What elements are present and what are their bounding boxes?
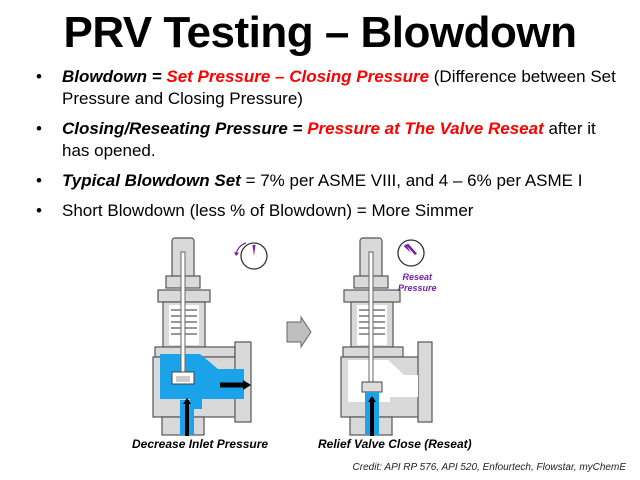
bullet-marker: •	[36, 67, 42, 86]
left-caption: Decrease Inlet Pressure	[132, 437, 269, 451]
bullet-short-blowdown: • Short Blowdown (less % of Blowdown) = …	[36, 200, 626, 222]
bullet-closing-pressure: • Closing/Reseating Pressure = Pressure …	[36, 118, 626, 162]
bullet-typical-blowdown: • Typical Blowdown Set = 7% per ASME VII…	[36, 170, 626, 192]
rest: (Difference between Set Pressure and Clo…	[62, 67, 616, 108]
right-caption: Relief Valve Close (Reseat)	[318, 437, 472, 451]
term: Blowdown	[62, 67, 147, 86]
term: Closing/Reseating Pressure	[62, 119, 288, 138]
arrow-right-icon	[286, 316, 312, 348]
bullet-marker: •	[36, 201, 42, 220]
equals: =	[287, 119, 308, 138]
reseat-label-line2: Pressure	[398, 283, 437, 293]
valve-open-diagram	[152, 237, 252, 436]
bullet-marker: •	[36, 171, 42, 190]
pressure-gauge-icon	[234, 242, 268, 270]
highlight: Pressure at The Valve Reseat	[307, 119, 544, 138]
bullet-list: • Blowdown = Set Pressure – Closing Pres…	[36, 66, 626, 230]
credit-text: Credit: API RP 576, API 520, Enfourtech,…	[352, 462, 626, 473]
rest: = 7% per ASME VIII, and 4 – 6% per ASME …	[240, 171, 583, 190]
highlight: Set Pressure – Closing Pressure	[166, 67, 430, 86]
text: Short Blowdown (less % of Blowdown) = Mo…	[62, 201, 474, 220]
rest: after it has opened.	[62, 119, 596, 160]
reseat-gauge-icon	[397, 239, 425, 267]
valve-closed-diagram	[340, 237, 433, 436]
reseat-label-line1: Reseat	[402, 272, 433, 282]
equals: =	[146, 67, 167, 86]
reseat-pressure-label: Reseat Pressure	[398, 272, 437, 294]
bullet-marker: •	[36, 119, 42, 138]
slide-title: PRV Testing – Blowdown	[63, 8, 577, 57]
term: Typical Blowdown Set	[62, 171, 241, 190]
bullet-blowdown: • Blowdown = Set Pressure – Closing Pres…	[36, 66, 626, 110]
